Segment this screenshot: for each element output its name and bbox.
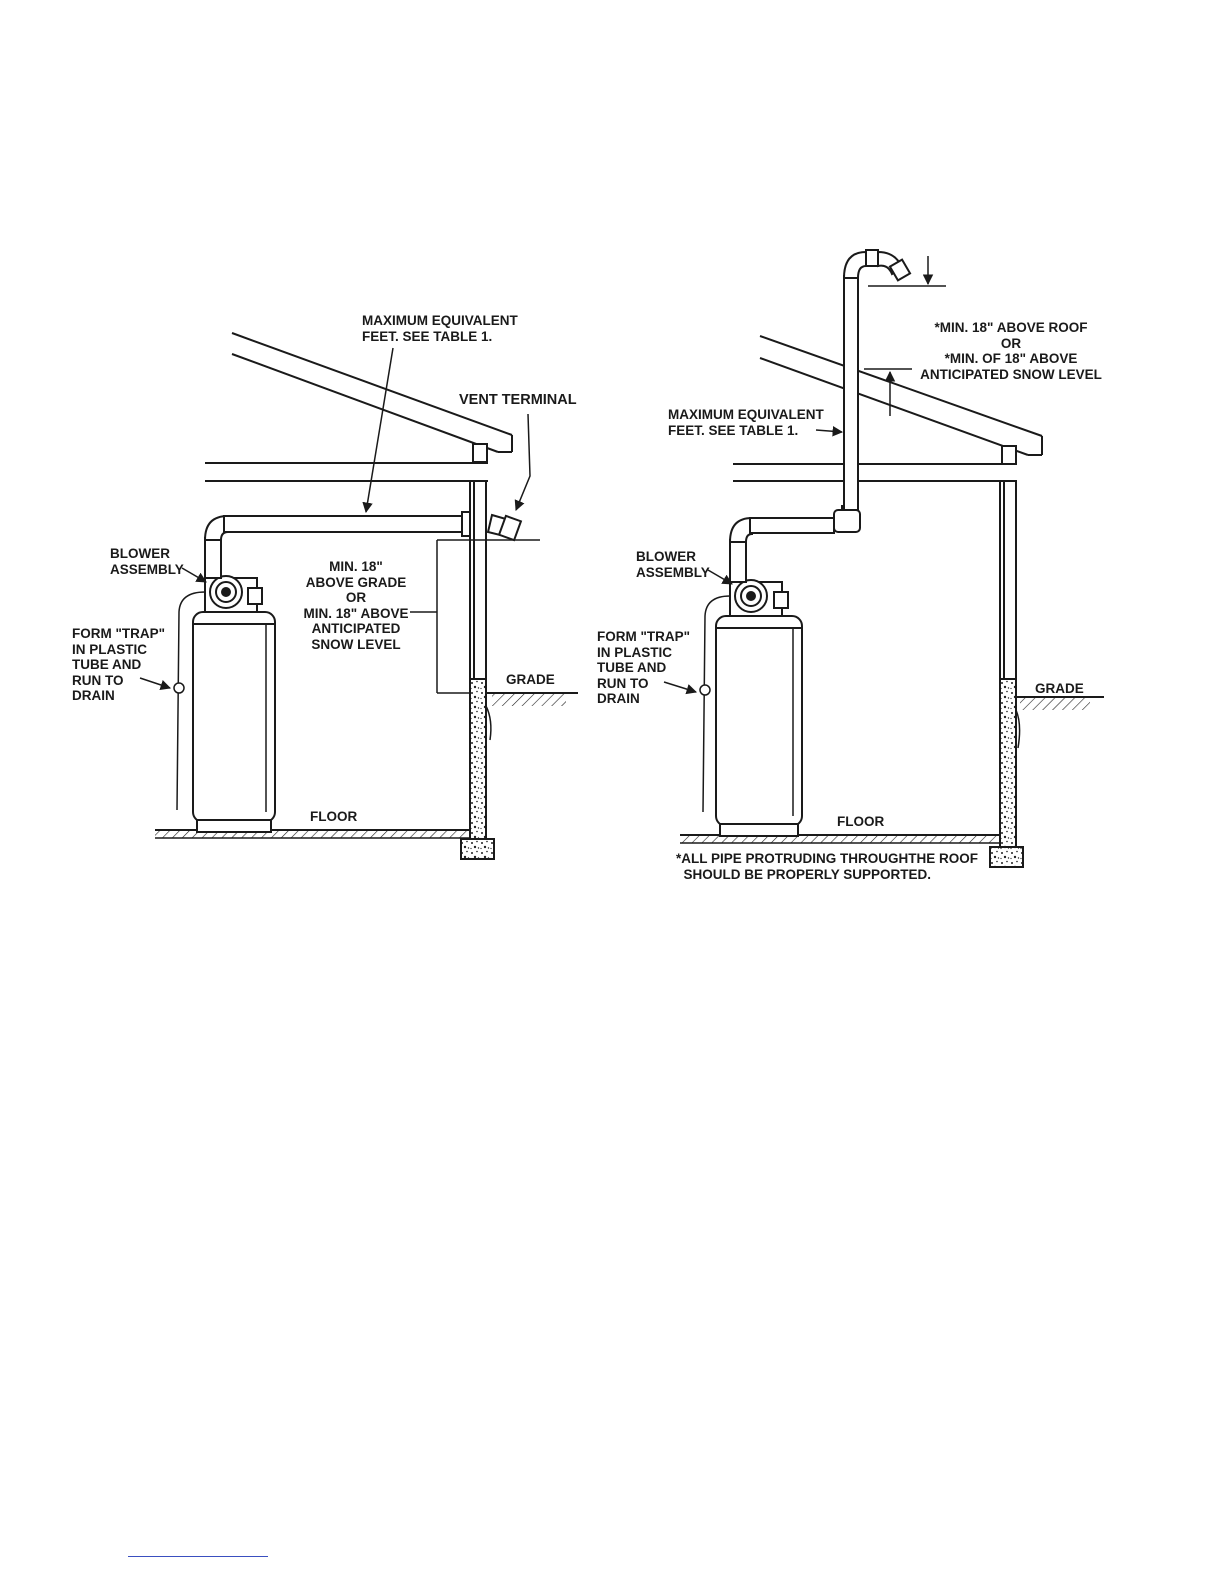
blower-assembly-label-left: BLOWER ASSEMBLY xyxy=(110,546,184,577)
ceiling xyxy=(733,463,1016,482)
roof xyxy=(231,332,513,463)
ceiling xyxy=(205,462,488,482)
roof-clearance-dimension xyxy=(864,256,946,416)
form-trap-label-left: FORM "TRAP" IN PLASTIC TUBE AND RUN TO D… xyxy=(72,626,166,703)
leader-lines xyxy=(139,347,531,690)
clearance-bracket xyxy=(410,539,540,694)
vent-pipe xyxy=(728,249,912,583)
left-figure xyxy=(139,332,578,860)
exterior-wall xyxy=(460,480,495,860)
grade-line xyxy=(485,692,578,741)
roof xyxy=(759,335,1043,465)
water-heater xyxy=(715,615,803,837)
drain-tube xyxy=(173,591,206,811)
blower-assembly-label-right: BLOWER ASSEMBLY xyxy=(636,549,710,580)
grade-label-right: GRADE xyxy=(1035,681,1084,696)
min-18-roof-label: *MIN. 18" ABOVE ROOF OR *MIN. OF 18" ABO… xyxy=(920,320,1102,382)
min-18-grade-label: MIN. 18" ABOVE GRADE OR MIN. 18" ABOVE A… xyxy=(303,559,409,652)
drain-tube xyxy=(699,595,731,813)
grade-label-left: GRADE xyxy=(506,672,555,687)
floor-label-left: FLOOR xyxy=(310,809,358,824)
grade-line xyxy=(1015,696,1104,749)
form-trap-label-right: FORM "TRAP" IN PLASTIC TUBE AND RUN TO D… xyxy=(597,629,691,706)
leader-lines xyxy=(663,426,844,695)
right-figure xyxy=(663,249,1104,868)
floor-label-right: FLOOR xyxy=(837,814,885,829)
blower-assembly xyxy=(729,579,789,617)
water-heater xyxy=(192,611,276,833)
max-equivalent-label-right: MAXIMUM EQUIVALENT FEET. SEE TABLE 1. xyxy=(668,407,824,438)
footer-link-underline[interactable] xyxy=(128,1556,268,1557)
exterior-wall xyxy=(989,480,1024,868)
roof-support-note: *ALL PIPE PROTRUDING THROUGHTHE ROOF SHO… xyxy=(676,851,979,882)
vent-pipe xyxy=(203,511,523,579)
max-equivalent-label-left: MAXIMUM EQUIVALENT FEET. SEE TABLE 1. xyxy=(362,313,518,344)
vent-terminal-label: VENT TERMINAL xyxy=(459,392,577,408)
blower-assembly xyxy=(204,575,263,613)
